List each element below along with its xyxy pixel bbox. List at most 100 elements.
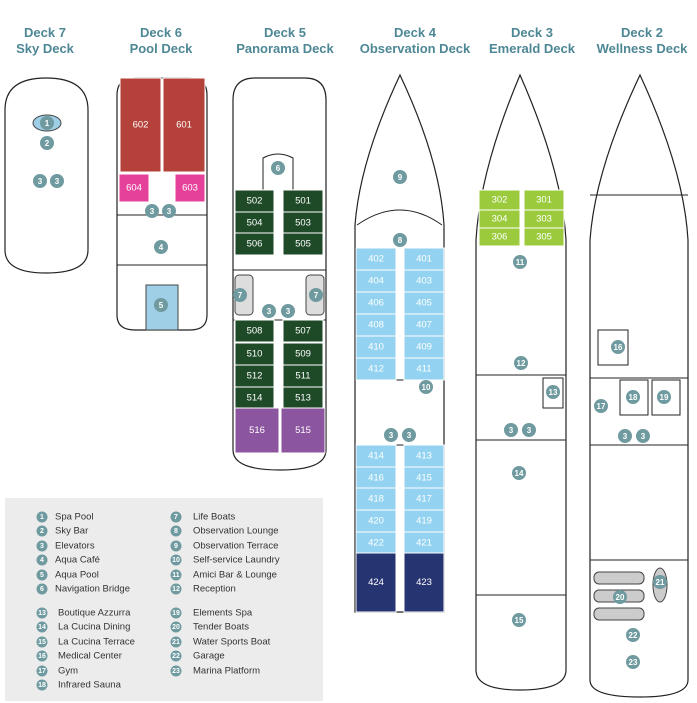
deck2-marker-20[interactable]: 20: [613, 590, 627, 604]
cabin-418[interactable]: 418: [355, 487, 397, 511]
cabin-409[interactable]: 409: [403, 335, 445, 359]
marker-number: 7: [238, 291, 243, 300]
deck3-marker-15[interactable]: 15: [512, 613, 526, 627]
cabin-303[interactable]: 303: [523, 209, 565, 229]
cabin-502[interactable]: 502: [234, 189, 275, 213]
cabin-506[interactable]: 506: [234, 232, 275, 256]
cabin-410[interactable]: 410: [355, 335, 397, 359]
cabin-number: 411: [416, 364, 431, 375]
cabin-413[interactable]: 413: [403, 444, 445, 468]
deck2-marker-18[interactable]: 18: [626, 390, 640, 404]
cabin-414[interactable]: 414: [355, 444, 397, 468]
deck4-marker-10[interactable]: 10: [419, 380, 433, 394]
cabin-305[interactable]: 305: [523, 227, 565, 247]
deck4-marker-3[interactable]: 3: [402, 428, 416, 442]
cabin-412[interactable]: 412: [355, 357, 397, 381]
cabin-509[interactable]: 509: [282, 342, 324, 366]
legend-label: Navigation Bridge: [55, 584, 130, 595]
marker-badge: [513, 255, 527, 269]
deck6-marker-5[interactable]: 5: [154, 298, 168, 312]
cabin-513[interactable]: 513: [282, 386, 324, 410]
cabin-504[interactable]: 504: [234, 211, 275, 235]
cabin-604[interactable]: 604: [118, 173, 150, 203]
cabin-602[interactable]: 602: [119, 77, 162, 173]
deck5-marker-7[interactable]: 7: [233, 288, 247, 302]
cabin-423[interactable]: 423: [403, 552, 445, 613]
cabin-424[interactable]: 424: [355, 552, 397, 613]
cabin-515[interactable]: 515: [280, 407, 326, 454]
deck2-marker-17[interactable]: 17: [594, 399, 608, 413]
cabin-shape: [282, 319, 324, 343]
legend-number: 23: [172, 668, 180, 675]
cabin-503[interactable]: 503: [282, 211, 324, 235]
cabin-421[interactable]: 421: [403, 531, 445, 555]
deck2-marker-3[interactable]: 3: [618, 429, 632, 443]
cabin-417[interactable]: 417: [403, 487, 445, 511]
deck7-marker-3[interactable]: 3: [33, 174, 47, 188]
deck2-marker-19[interactable]: 19: [657, 390, 671, 404]
cabin-505[interactable]: 505: [282, 232, 324, 256]
deck3-marker-3[interactable]: 3: [522, 423, 536, 437]
cabin-510[interactable]: 510: [234, 342, 275, 366]
legend-number: 9: [174, 543, 178, 550]
cabin-301[interactable]: 301: [523, 189, 565, 211]
deck4-marker-8[interactable]: 8: [393, 233, 407, 247]
cabin-603[interactable]: 603: [174, 173, 206, 203]
cabin-507[interactable]: 507: [282, 319, 324, 343]
deck7-marker-3[interactable]: 3: [50, 174, 64, 188]
cabin-420[interactable]: 420: [355, 509, 397, 533]
deck2-marker-21[interactable]: 21: [653, 575, 667, 589]
deck5-marker-3[interactable]: 3: [262, 304, 276, 318]
deck7-marker-2[interactable]: 2: [40, 136, 54, 150]
cabin-401[interactable]: 401: [403, 247, 445, 271]
deck3-marker-12[interactable]: 12: [514, 356, 528, 370]
cabin-number: 516: [249, 425, 265, 436]
legend-number: 22: [172, 653, 180, 660]
legend-number: 18: [38, 682, 46, 689]
cabin-411[interactable]: 411: [403, 357, 445, 381]
deck5-marker-6[interactable]: 6: [271, 161, 285, 175]
cabin-306[interactable]: 306: [478, 227, 521, 247]
deck7-marker-1[interactable]: 1: [40, 116, 54, 130]
deck4-marker-3[interactable]: 3: [384, 428, 398, 442]
deck7-name: Sky Deck: [16, 41, 75, 56]
deck5-marker-3[interactable]: 3: [281, 304, 295, 318]
cabin-501[interactable]: 501: [282, 189, 324, 213]
cabin-407[interactable]: 407: [403, 313, 445, 337]
deck6-marker-4[interactable]: 4: [154, 240, 168, 254]
cabin-405[interactable]: 405: [403, 291, 445, 315]
deck3-marker-11[interactable]: 11: [513, 255, 527, 269]
deck6-marker-3[interactable]: 3: [162, 204, 176, 218]
cabin-302[interactable]: 302: [478, 189, 521, 211]
deck5-marker-7[interactable]: 7: [309, 288, 323, 302]
deck2-marker-16[interactable]: 16: [611, 340, 625, 354]
cabin-419[interactable]: 419: [403, 509, 445, 533]
deck3-marker-3[interactable]: 3: [504, 423, 518, 437]
cabin-304[interactable]: 304: [478, 209, 521, 229]
cabin-403[interactable]: 403: [403, 269, 445, 293]
cabin-512[interactable]: 512: [234, 364, 275, 388]
deck6-marker-3[interactable]: 3: [145, 204, 159, 218]
cabin-408[interactable]: 408: [355, 313, 397, 337]
deck3-marker-13[interactable]: 13: [546, 385, 560, 399]
cabin-404[interactable]: 404: [355, 269, 397, 293]
cabin-516[interactable]: 516: [234, 407, 280, 454]
deck2-marker-22[interactable]: 22: [626, 628, 640, 642]
cabin-number: 424: [368, 577, 384, 588]
cabin-416[interactable]: 416: [355, 466, 397, 490]
deck3-marker-14[interactable]: 14: [512, 466, 526, 480]
deck2-marker-3[interactable]: 3: [636, 429, 650, 443]
deck2-marker-23[interactable]: 23: [626, 655, 640, 669]
cabin-514[interactable]: 514: [234, 386, 275, 410]
cabin-601[interactable]: 601: [162, 77, 206, 173]
cabin-402[interactable]: 402: [355, 247, 397, 271]
cabin-406[interactable]: 406: [355, 291, 397, 315]
deck4-marker-9[interactable]: 9: [393, 170, 407, 184]
cabin-number: 414: [368, 451, 384, 462]
legend-label: Elements Spa: [193, 608, 253, 619]
cabin-508[interactable]: 508: [234, 319, 275, 343]
cabin-415[interactable]: 415: [403, 466, 445, 490]
cabin-422[interactable]: 422: [355, 531, 397, 555]
legend-badge: [170, 621, 182, 633]
cabin-511[interactable]: 511: [282, 364, 324, 388]
